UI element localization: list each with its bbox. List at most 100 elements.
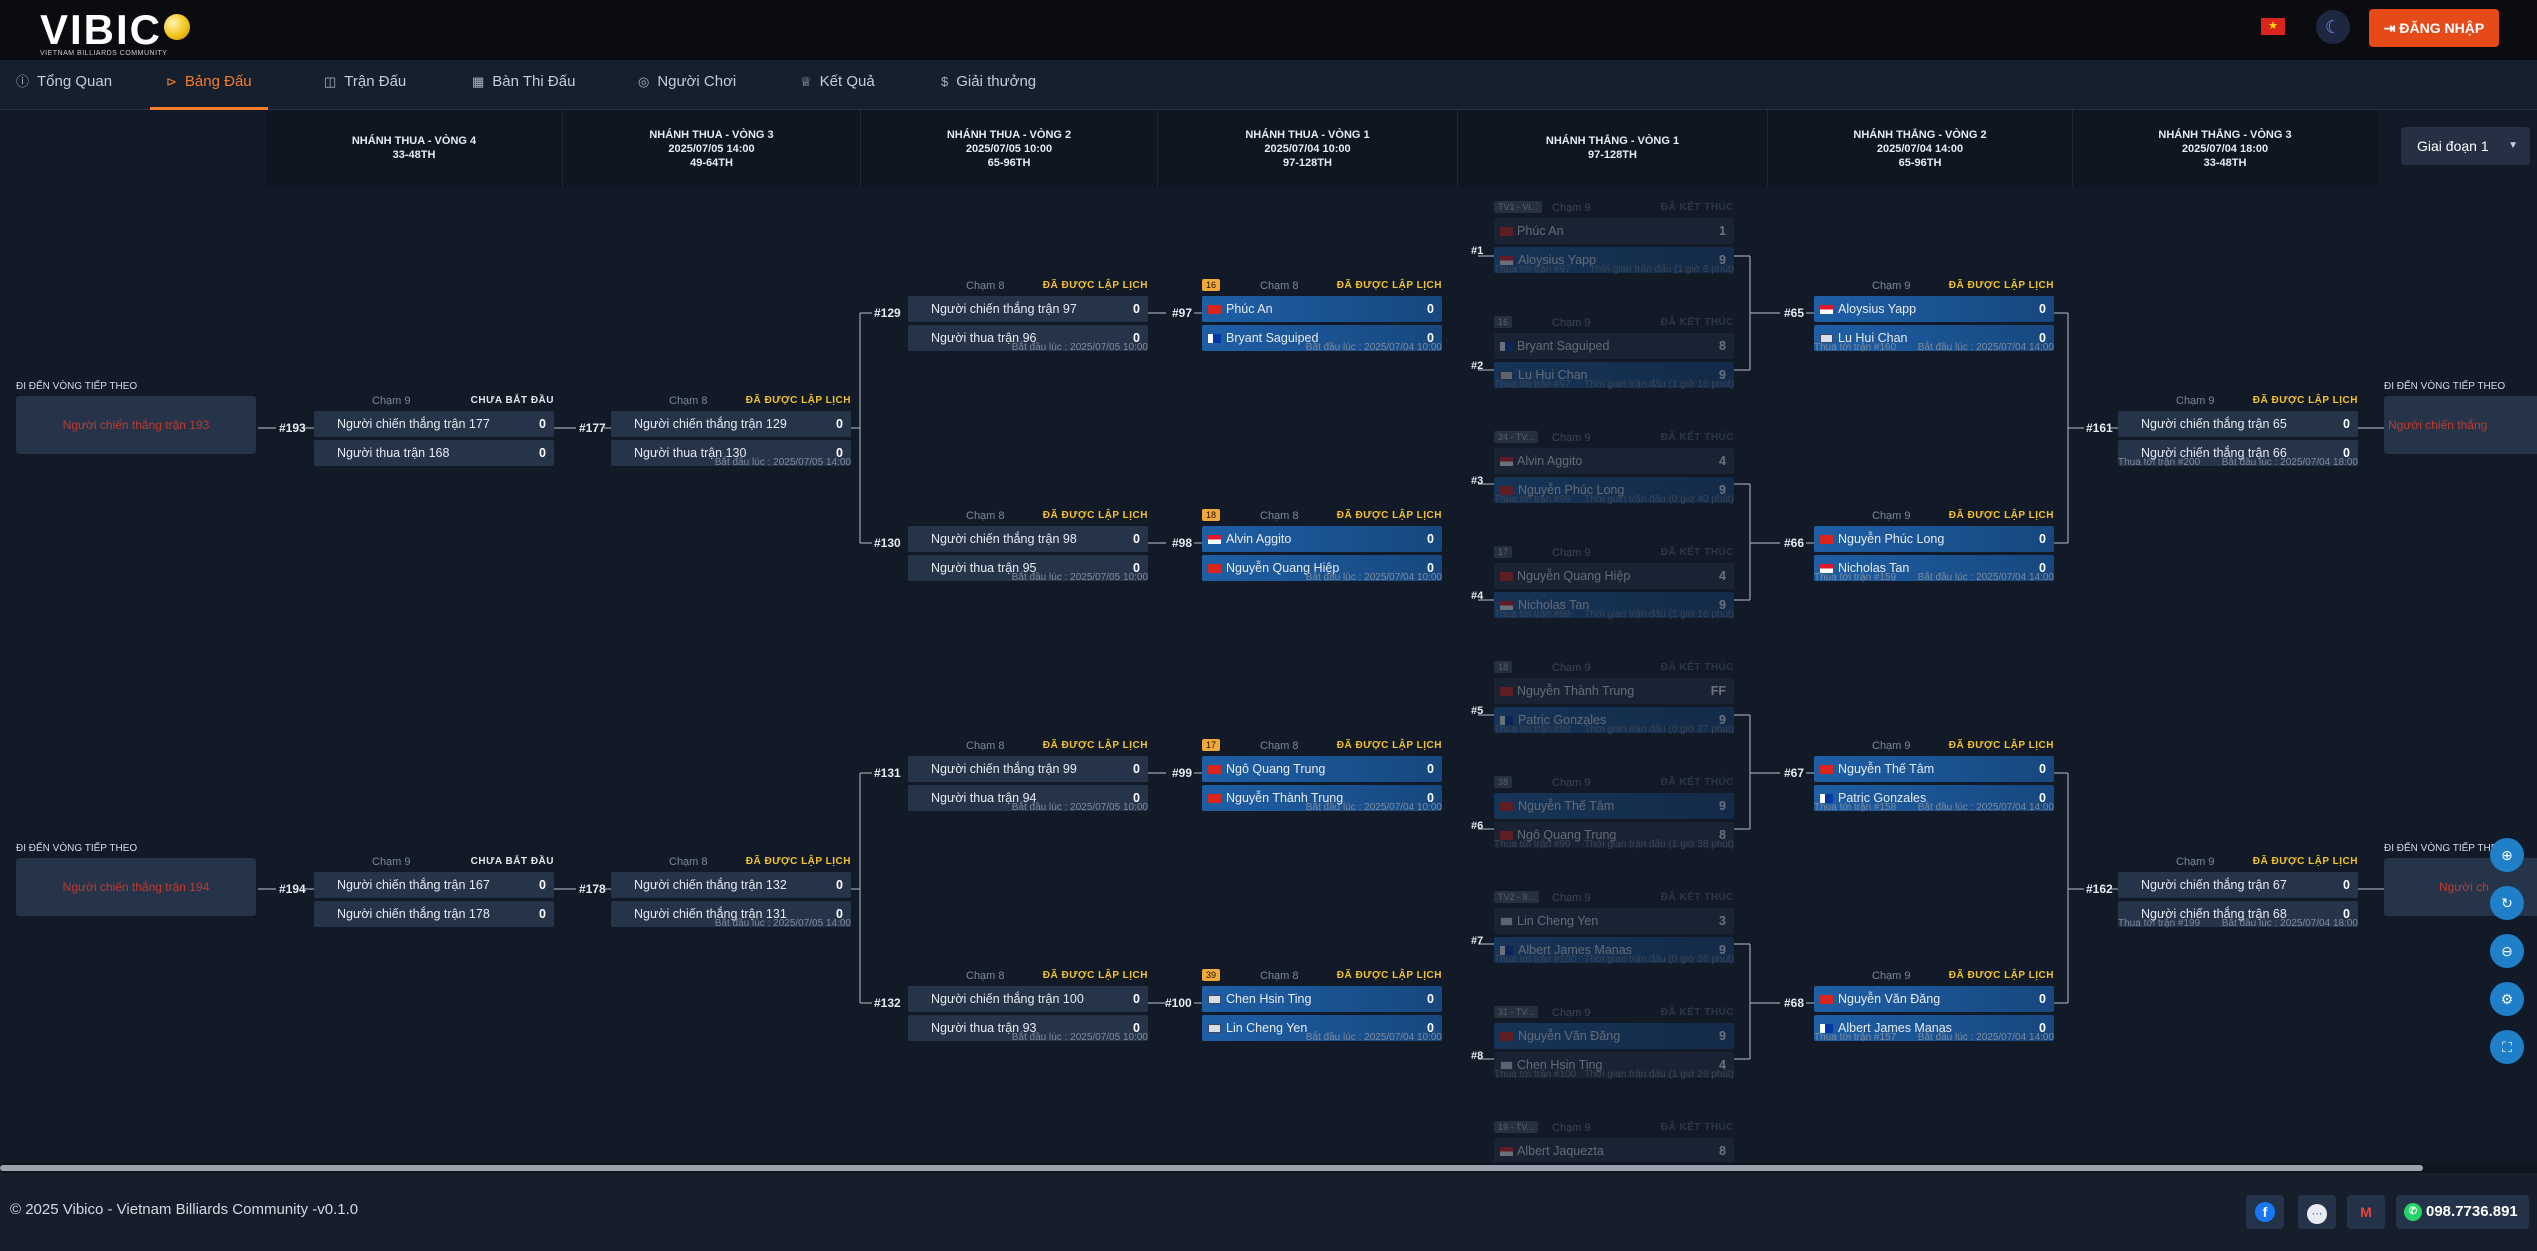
phone-button[interactable]: ✆098.7736.891 — [2396, 1195, 2529, 1229]
tab-prizes[interactable]: $Giải thưởng — [925, 60, 1052, 110]
tab-tables[interactable]: ▦Bàn Thi Đấu — [456, 60, 591, 110]
scrollbar-thumb[interactable] — [0, 1165, 2423, 1171]
facebook-button[interactable]: f — [2246, 1195, 2284, 1229]
fullscreen-button[interactable]: ⛶ — [2490, 1030, 2524, 1064]
horizontal-scrollbar[interactable] — [0, 1163, 2537, 1173]
gmail-button[interactable]: M — [2347, 1195, 2385, 1229]
tab-bracket[interactable]: ⊳Bảng Đấu — [150, 60, 268, 110]
stage-select[interactable]: Giai đoạn 1▼ — [2401, 127, 2530, 165]
zoom-in-button[interactable]: ⊕ — [2490, 838, 2524, 872]
next-round-box[interactable]: Người chiến thắng trận 193 — [16, 396, 256, 454]
dark-mode-toggle[interactable]: ☾ — [2316, 10, 2350, 44]
vibico-logo[interactable]: VIBIC VIETNAM BILLIARDS COMMUNITY — [40, 9, 191, 57]
bracket-canvas[interactable]: ĐI ĐẾN VÒNG TIẾP THEO Người chiến thắng … — [0, 187, 2537, 1162]
login-button[interactable]: ⇥ ĐĂNG NHẬP — [2369, 9, 2499, 47]
settings-button[interactable]: ⚙ — [2490, 982, 2524, 1016]
zoom-out-button[interactable]: ⊖ — [2490, 934, 2524, 968]
messenger-button[interactable]: ⋯ — [2298, 1195, 2336, 1229]
next-round-box[interactable]: Người chiến thắng — [2384, 396, 2537, 454]
reset-view-button[interactable]: ↻ — [2490, 886, 2524, 920]
tab-results[interactable]: ♕Kết Quả — [784, 60, 891, 110]
tab-players[interactable]: ◎Người Chơi — [622, 60, 752, 110]
vietnam-flag-icon[interactable]: ★ — [2261, 18, 2285, 35]
